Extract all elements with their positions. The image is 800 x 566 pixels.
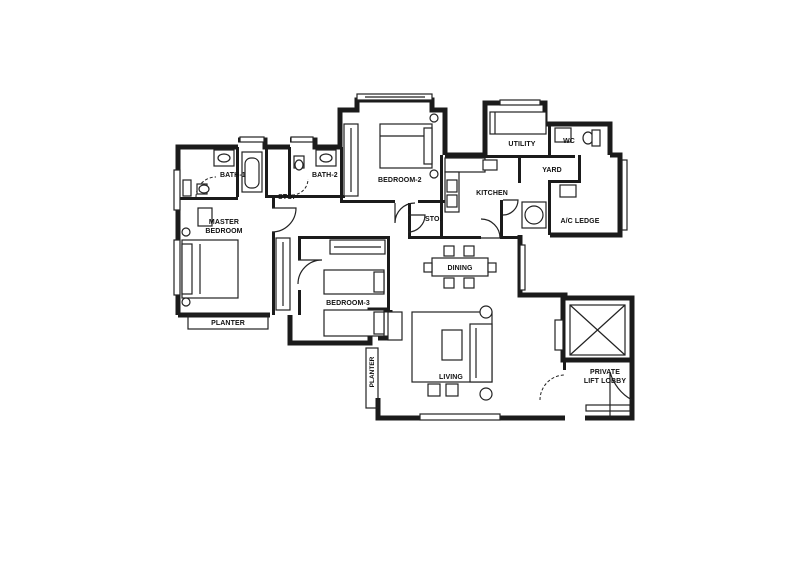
interior-walls bbox=[180, 124, 635, 409]
room-labels: MASTER BEDROOM BATH-1 BATH-2 BEDROOM-2 B… bbox=[205, 138, 626, 387]
label-living: LIVING bbox=[439, 374, 463, 381]
label-bath-1: BATH-1 bbox=[220, 172, 246, 179]
label-ac-ledge: A/C LEDGE bbox=[560, 218, 599, 225]
label-kitchen: KITCHEN bbox=[476, 190, 508, 197]
label-utility: UTILITY bbox=[508, 141, 535, 148]
label-store-2: STO. bbox=[425, 216, 442, 223]
label-planter-side: PLANTER bbox=[369, 356, 376, 387]
label-master-bedroom: BEDROOM bbox=[205, 228, 242, 235]
label-dining: DINING bbox=[447, 265, 473, 272]
doors bbox=[195, 176, 633, 418]
fixtures bbox=[181, 111, 626, 401]
label-private-lift-lobby: PRIVATE bbox=[590, 369, 620, 376]
label-master-bedroom: MASTER bbox=[209, 219, 239, 226]
label-planter-bottom: PLANTER bbox=[211, 320, 245, 327]
label-yard: YARD bbox=[542, 167, 562, 174]
label-private-lift-lobby: LIFT LOBBY bbox=[584, 378, 626, 385]
label-bedroom-2: BEDROOM-2 bbox=[378, 177, 422, 184]
label-store-1: STO. bbox=[278, 194, 295, 201]
label-wc: WC bbox=[563, 138, 575, 145]
label-bedroom-3: BEDROOM-3 bbox=[326, 300, 370, 307]
label-bath-2: BATH-2 bbox=[312, 172, 338, 179]
windows bbox=[173, 93, 631, 421]
